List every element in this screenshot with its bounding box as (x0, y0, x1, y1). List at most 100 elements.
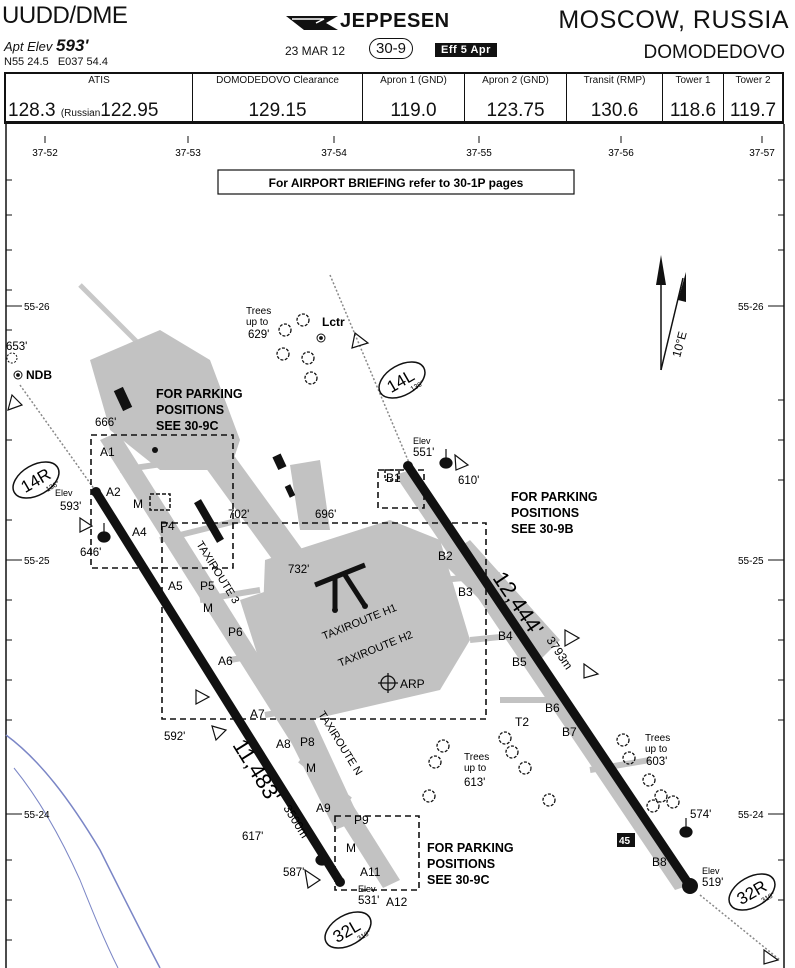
freq-value: 118.6 (669, 100, 717, 121)
windcone-icon (97, 449, 693, 866)
svg-text:A11: A11 (360, 865, 381, 879)
airport-coordinates: N55 24.5 E037 54.4 (4, 56, 108, 68)
svg-text:593': 593' (60, 501, 81, 513)
brand-name: JEPPESEN (340, 10, 450, 32)
svg-text:B3: B3 (458, 585, 473, 599)
chart-number: 30-9 (369, 38, 414, 59)
svg-text:610': 610' (458, 475, 479, 487)
chart-date: 23 MAR 12 (285, 44, 346, 58)
ndb-label: NDB (26, 368, 52, 382)
freq-tower2: Tower 2 119.7 (724, 74, 782, 121)
svg-text:629': 629' (248, 329, 269, 341)
svg-text:SEE 30-9C: SEE 30-9C (156, 419, 219, 433)
runway-end-32L: 32L 316° (324, 911, 373, 949)
svg-text:551': 551' (413, 447, 434, 459)
airport-elevation: Apt Elev 593' (4, 36, 88, 56)
svg-text:P8: P8 (300, 735, 315, 749)
svg-text:A2: A2 (106, 485, 121, 499)
svg-text:B4: B4 (498, 629, 513, 643)
briefing-note: For AIRPORT BRIEFING refer to 30-1P page… (269, 176, 524, 190)
lon-label: 37-56 (608, 148, 634, 159)
freq-transit: Transit (RMP) 130.6 (567, 74, 663, 121)
stand-marker (113, 386, 133, 412)
svg-text:P6: P6 (228, 625, 243, 639)
svg-text:A6: A6 (218, 654, 233, 668)
parking-note-north: FOR PARKING POSITIONS SEE 30-9C (156, 387, 243, 433)
svg-text:FOR PARKING: FOR PARKING (156, 387, 243, 401)
svg-text:B2: B2 (438, 549, 453, 563)
svg-text:702': 702' (228, 509, 249, 521)
stand-marker (272, 453, 287, 471)
svg-text:A5: A5 (168, 579, 183, 593)
briefing-note-box (217, 169, 575, 195)
parking-note-east: FOR PARKING POSITIONS SEE 30-9B (511, 490, 598, 536)
jeppesen-logo-icon (286, 16, 338, 30)
svg-text:B1: B1 (386, 471, 401, 485)
svg-text:POSITIONS: POSITIONS (511, 506, 579, 520)
marker-45 (617, 833, 635, 847)
svg-text:603': 603' (646, 756, 667, 768)
svg-text:P5: P5 (200, 579, 215, 593)
svg-text:P9: P9 (354, 813, 369, 827)
city-name: MOSCOW, RUSSIA (558, 6, 789, 34)
svg-text:P4: P4 (160, 519, 175, 533)
svg-text:531': 531' (358, 895, 379, 907)
hotspot-marker (149, 493, 171, 511)
stand-marker (194, 499, 224, 543)
svg-text:M: M (133, 497, 143, 511)
effective-date: Eff 5 Apr (435, 43, 497, 57)
svg-text:587': 587' (283, 867, 304, 879)
freq-value: 128.3 (8, 100, 56, 121)
svg-text:B7: B7 (562, 725, 577, 739)
svg-text:up to: up to (464, 763, 487, 774)
freq-apron2: Apron 2 (GND) 123.75 (465, 74, 567, 121)
svg-text:666': 666' (95, 417, 116, 429)
svg-text:653': 653' (6, 341, 27, 353)
trees-note-north: Trees up to 629' (246, 306, 271, 341)
svg-text:646': 646' (80, 547, 101, 559)
svg-text:A7: A7 (250, 707, 265, 721)
freq-label: Tower 2 (735, 75, 771, 86)
magnetic-variation: 10°E (669, 330, 689, 359)
freq-value: 129.15 (248, 100, 307, 121)
longitude-ticks (44, 136, 763, 143)
lat-label: 55-25 (738, 556, 764, 567)
svg-text:up to: up to (645, 744, 668, 755)
svg-text:M: M (306, 761, 316, 775)
lctr-icon (316, 333, 326, 343)
svg-text:M: M (346, 841, 356, 855)
lon-label: 37-57 (749, 148, 775, 159)
terminal-building (314, 562, 368, 610)
taxiway-labels: A1 A2 A4 A5 A6 A7 A8 A9 A11 A12 P4 P5 P6… (100, 445, 667, 909)
freq-label: ATIS (88, 75, 110, 86)
svg-text:B6: B6 (545, 701, 560, 715)
arp-icon (378, 673, 398, 693)
lat-label: 55-24 (24, 810, 50, 821)
airport-name: DOMODEDOVO (643, 42, 785, 63)
svg-text:A8: A8 (276, 737, 291, 751)
apt-elev-label: Apt Elev (4, 39, 53, 54)
freq-value: 119.7 (729, 100, 777, 121)
runway-end-14R: 14R 136° (12, 461, 61, 499)
freq-apron1: Apron 1 (GND) 119.0 (363, 74, 465, 121)
svg-text:B5: B5 (512, 655, 527, 669)
side-ticks (6, 179, 784, 941)
svg-text:Trees: Trees (645, 733, 670, 744)
hotspot-marker (384, 469, 400, 481)
stand-marker (284, 484, 296, 498)
svg-text:B8: B8 (652, 855, 667, 869)
svg-text:Elev: Elev (55, 488, 73, 498)
svg-text:617': 617' (242, 831, 263, 843)
freq-label: DOMODEDOVO Clearance (216, 75, 339, 86)
svg-text:FOR PARKING: FOR PARKING (427, 841, 514, 855)
svg-text:Elev: Elev (702, 866, 720, 876)
freq-label: Apron 2 (GND) (482, 75, 549, 86)
approach-light-line (78, 283, 142, 347)
apt-elev-value: 593' (56, 36, 89, 55)
svg-text:592': 592' (164, 731, 185, 743)
freq-value: 130.6 (590, 100, 639, 121)
freq-atis: ATIS 128.3 (Russian122.95 (6, 74, 193, 121)
svg-text:SEE 30-9B: SEE 30-9B (511, 522, 574, 536)
marker-45-label: 45 (619, 836, 631, 847)
svg-text:up to: up to (246, 317, 269, 328)
